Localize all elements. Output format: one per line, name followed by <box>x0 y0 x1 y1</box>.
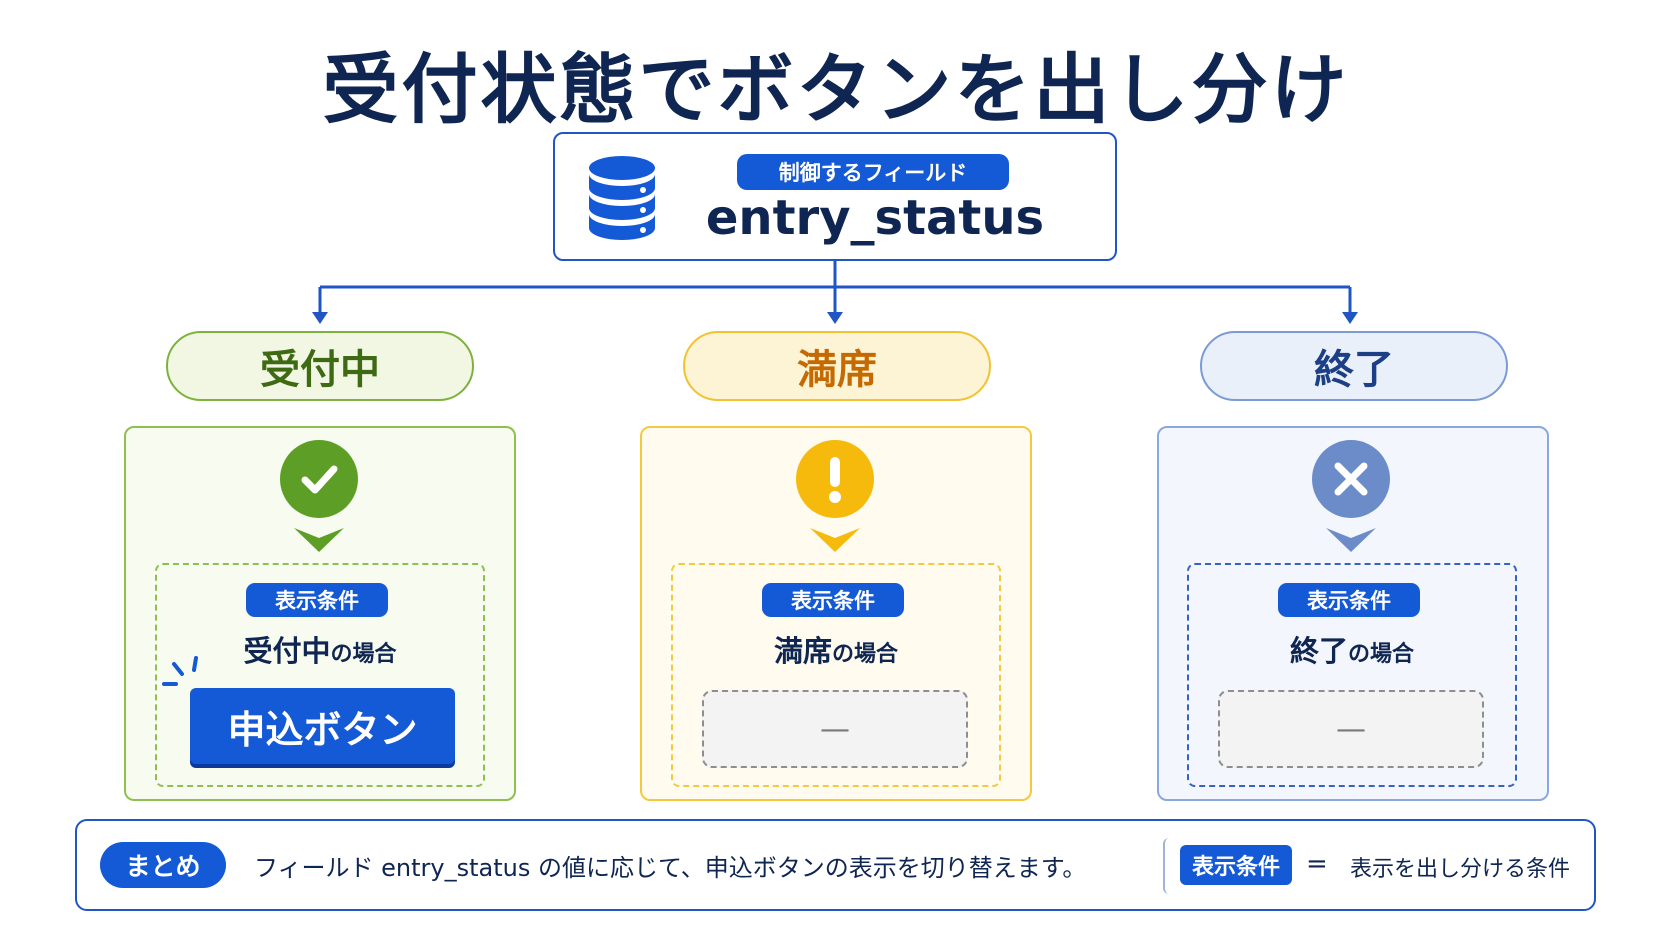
control-field-tag: 制御するフィールド <box>737 154 1009 190</box>
condition-suffix: の場合 <box>330 642 397 667</box>
exclamation-icon <box>796 440 874 518</box>
apply-button[interactable]: 申込ボタン <box>190 688 455 764</box>
chevron-down-icon <box>1326 528 1376 552</box>
condition-tag-open: 表示条件 <box>246 583 388 617</box>
status-label-full: 満席 <box>683 331 991 401</box>
condition-suffix: の場合 <box>1348 642 1415 667</box>
check-icon <box>280 440 358 518</box>
legend-text: 表示を出し分ける条件 <box>1350 857 1571 882</box>
arrow-to-open <box>312 312 328 324</box>
condition-box-full <box>671 563 1001 787</box>
condition-text-open: 受付中の場合 <box>155 628 485 670</box>
condition-box-closed <box>1187 563 1517 787</box>
legend-tag: 表示条件 <box>1180 845 1292 885</box>
condition-box-open <box>155 563 485 787</box>
button-placeholder-full: — <box>702 690 968 768</box>
condition-text-full: 満席の場合 <box>671 628 1001 670</box>
summary-tag: まとめ <box>100 842 226 888</box>
arrow-to-closed <box>1342 312 1358 324</box>
legend-equals: = <box>1306 849 1328 879</box>
summary-text: フィールド entry_status の値に応じて、申込ボタンの表示を切り替えま… <box>254 854 1087 882</box>
field-name: entry_status <box>705 190 1045 246</box>
control-field-box <box>553 132 1117 261</box>
arrow-to-full <box>827 312 843 324</box>
condition-state: 受付中 <box>243 634 331 668</box>
cross-icon <box>1312 440 1390 518</box>
chevron-down-icon <box>294 528 344 552</box>
page-title: 受付状態でボタンを出し分け <box>322 45 1350 134</box>
status-label-open: 受付中 <box>166 331 474 401</box>
condition-tag-full: 表示条件 <box>762 583 904 617</box>
click-sparkle-icon <box>162 656 198 686</box>
condition-suffix: の場合 <box>832 642 899 667</box>
condition-state: 満席 <box>773 634 832 668</box>
button-placeholder-closed: — <box>1218 690 1484 768</box>
condition-state: 終了 <box>1289 634 1348 668</box>
chevron-down-icon <box>810 528 860 552</box>
summary-bar <box>75 819 1596 911</box>
legend-divider <box>1163 838 1175 894</box>
condition-text-closed: 終了の場合 <box>1187 628 1517 670</box>
database-icon <box>589 156 655 240</box>
condition-tag-closed: 表示条件 <box>1278 583 1420 617</box>
status-label-closed: 終了 <box>1200 331 1508 401</box>
